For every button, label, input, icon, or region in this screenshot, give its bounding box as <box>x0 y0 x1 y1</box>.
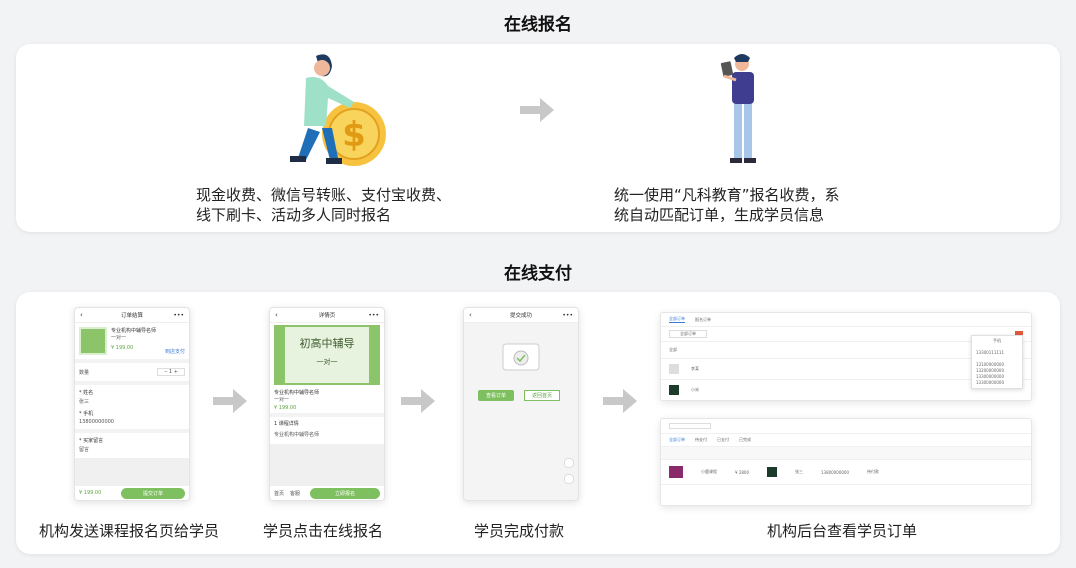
more-icon[interactable]: ••• <box>173 311 184 319</box>
course-thumbnail <box>79 327 107 355</box>
phone1-tag: 到店支付 <box>164 349 185 355</box>
back-icon[interactable]: ‹ <box>80 311 83 319</box>
product-name: 小鹿课程 <box>701 469 717 474</box>
enroll-now-button[interactable]: 立即报名 <box>310 487 380 499</box>
search-button[interactable] <box>1015 331 1023 337</box>
tab-signup-orders[interactable]: 报名订单 <box>695 316 711 322</box>
tab-all-orders[interactable]: 全部订单 <box>669 316 685 323</box>
arrow-right-icon <box>603 389 637 413</box>
tablet-user-illustration <box>720 54 756 163</box>
phone2-detail-text: 专业机构中辅导名师 <box>274 432 320 438</box>
phone1-title: 订单结算 <box>120 313 143 319</box>
back-icon[interactable]: ‹ <box>275 311 278 319</box>
more-icon[interactable]: ••• <box>562 311 573 319</box>
phone2-title: 详情页 <box>318 313 336 319</box>
phone1-name-label: * 姓名 <box>79 390 94 396</box>
tab-paid[interactable]: 已支付 <box>717 437 729 442</box>
banner-title: 初高中辅导 <box>299 337 355 350</box>
table-row[interactable]: 李某 <box>691 366 699 371</box>
product-thumb <box>669 466 683 478</box>
section-title-online-payment: 在线支付 <box>504 264 572 284</box>
section-title-online-signup: 在线报名 <box>504 15 572 35</box>
phone1-total: ¥ 199.00 <box>79 490 102 496</box>
phone-detail-page: ‹ 详情页 ••• 初高中辅导 一对一 专业机构中辅导名师 一对一 ¥ 199.00… <box>269 307 385 501</box>
phone2-detail-label: 1 课程详情 <box>274 421 299 427</box>
popover-phone: 13100000000 <box>976 362 1004 367</box>
tab-unpaid[interactable]: 待支付 <box>695 437 707 442</box>
service-icon[interactable]: 客服 <box>290 490 301 497</box>
phone-field[interactable]: 13800000000 <box>79 419 114 425</box>
signup-right-caption-line1: 统一使用“凡科教育”报名收费，系 <box>614 186 840 204</box>
share-icon[interactable] <box>564 458 574 468</box>
phone1-price: ¥ 199.00 <box>111 345 134 351</box>
remark-field[interactable]: 留言 <box>79 447 90 453</box>
home-icon[interactable]: 首页 <box>274 490 285 497</box>
phone-order-checkout: ‹ 订单结算 ••• 专业机构中辅导名师 一对一 ¥ 199.00 到店支付 数量 ‒… <box>74 307 190 501</box>
arrow-right-icon <box>213 389 247 413</box>
svg-text:$: $ <box>342 115 366 155</box>
phone-popover: 手机 13300111111 13100000000 13200000000 1… <box>971 335 1023 389</box>
phone2-price: ¥ 199.00 <box>274 405 297 411</box>
signup-right-caption-line2: 统自动匹配订单，生成学员信息 <box>614 206 825 224</box>
success-wallet-icon <box>502 343 540 371</box>
popover-phone: 13300000000 <box>976 374 1004 379</box>
table-row[interactable]: 小米 <box>691 387 699 392</box>
tab-all[interactable]: 全部订单 <box>669 437 685 442</box>
tab-done[interactable]: 已完成 <box>739 437 751 442</box>
row-thumb <box>669 385 679 395</box>
back-home-button[interactable]: 返回首页 <box>524 390 560 401</box>
step-caption-1: 机构发送课程报名页给学员 <box>39 522 220 540</box>
arrow-right-icon <box>401 389 435 413</box>
phone1-course: 专业机构中辅导名师 <box>111 328 157 334</box>
course-banner: 初高中辅导 一对一 <box>274 325 380 385</box>
filter-bar[interactable] <box>669 423 711 429</box>
step-caption-2: 学员点击在线报名 <box>263 522 384 540</box>
arrow-right-icon <box>520 98 554 122</box>
phone1-remark-label: * 买家留言 <box>79 438 104 444</box>
popover-title: 手机 <box>993 338 1001 343</box>
order-filter-select[interactable]: 全部订单 <box>669 330 707 338</box>
step-caption-3: 学员完成付款 <box>474 522 565 540</box>
online-signup-card <box>16 44 1060 232</box>
phone2-sub: 一对一 <box>274 397 290 403</box>
signup-left-caption-line1: 现金收费、微信号转账、支付宝收费、 <box>196 186 452 204</box>
name-field[interactable]: 张三 <box>79 399 90 405</box>
signup-left-caption-line2: 线下刷卡、活动多人同时报名 <box>196 206 392 224</box>
admin-order-list-screen: 全部订单 报名订单 全部订单 全部 李某 小米 手机 13300111111 1… <box>660 312 1032 401</box>
popover-phone: 13300111111 <box>976 350 1004 355</box>
product-price: ¥ 2800 <box>735 469 749 475</box>
popover-phone: 13300000000 <box>976 380 1004 385</box>
phone2-course: 专业机构中辅导名师 <box>274 390 320 396</box>
back-icon[interactable]: ‹ <box>469 311 472 319</box>
submit-order-button[interactable]: 提交订单 <box>121 487 185 499</box>
view-order-button[interactable]: 查看订单 <box>478 390 514 401</box>
step-caption-4: 机构后台查看学员订单 <box>767 522 918 540</box>
gear-icon[interactable] <box>564 474 574 484</box>
customer-phone: 13800000000 <box>821 469 849 475</box>
order-status: 待付款 <box>867 469 879 474</box>
more-icon[interactable]: ••• <box>368 311 379 319</box>
phone-submit-success: ‹ 提交成功 ••• 查看订单 返回首页 <box>463 307 579 501</box>
banner-subtitle: 一对一 <box>316 358 338 366</box>
admin-order-detail-screen: 全部订单 待支付 已支付 已完成 小鹿课程 ¥ 2800 张三 13800000… <box>660 418 1032 506</box>
popover-phone: 13200000000 <box>976 368 1004 373</box>
quantity-stepper[interactable]: ‒ 1 + <box>157 368 185 376</box>
phone1-count-label: 数量 <box>79 369 90 376</box>
row-thumb <box>669 364 679 374</box>
phone1-phone-label: * 手机 <box>79 411 94 417</box>
customer-name: 张三 <box>795 469 803 474</box>
phone3-title: 提交成功 <box>509 313 532 319</box>
table-row[interactable]: 全部 <box>669 347 677 352</box>
phone1-sub: 一对一 <box>111 335 127 341</box>
customer-thumb <box>767 467 777 477</box>
coin-push-illustration: $ <box>290 54 386 166</box>
